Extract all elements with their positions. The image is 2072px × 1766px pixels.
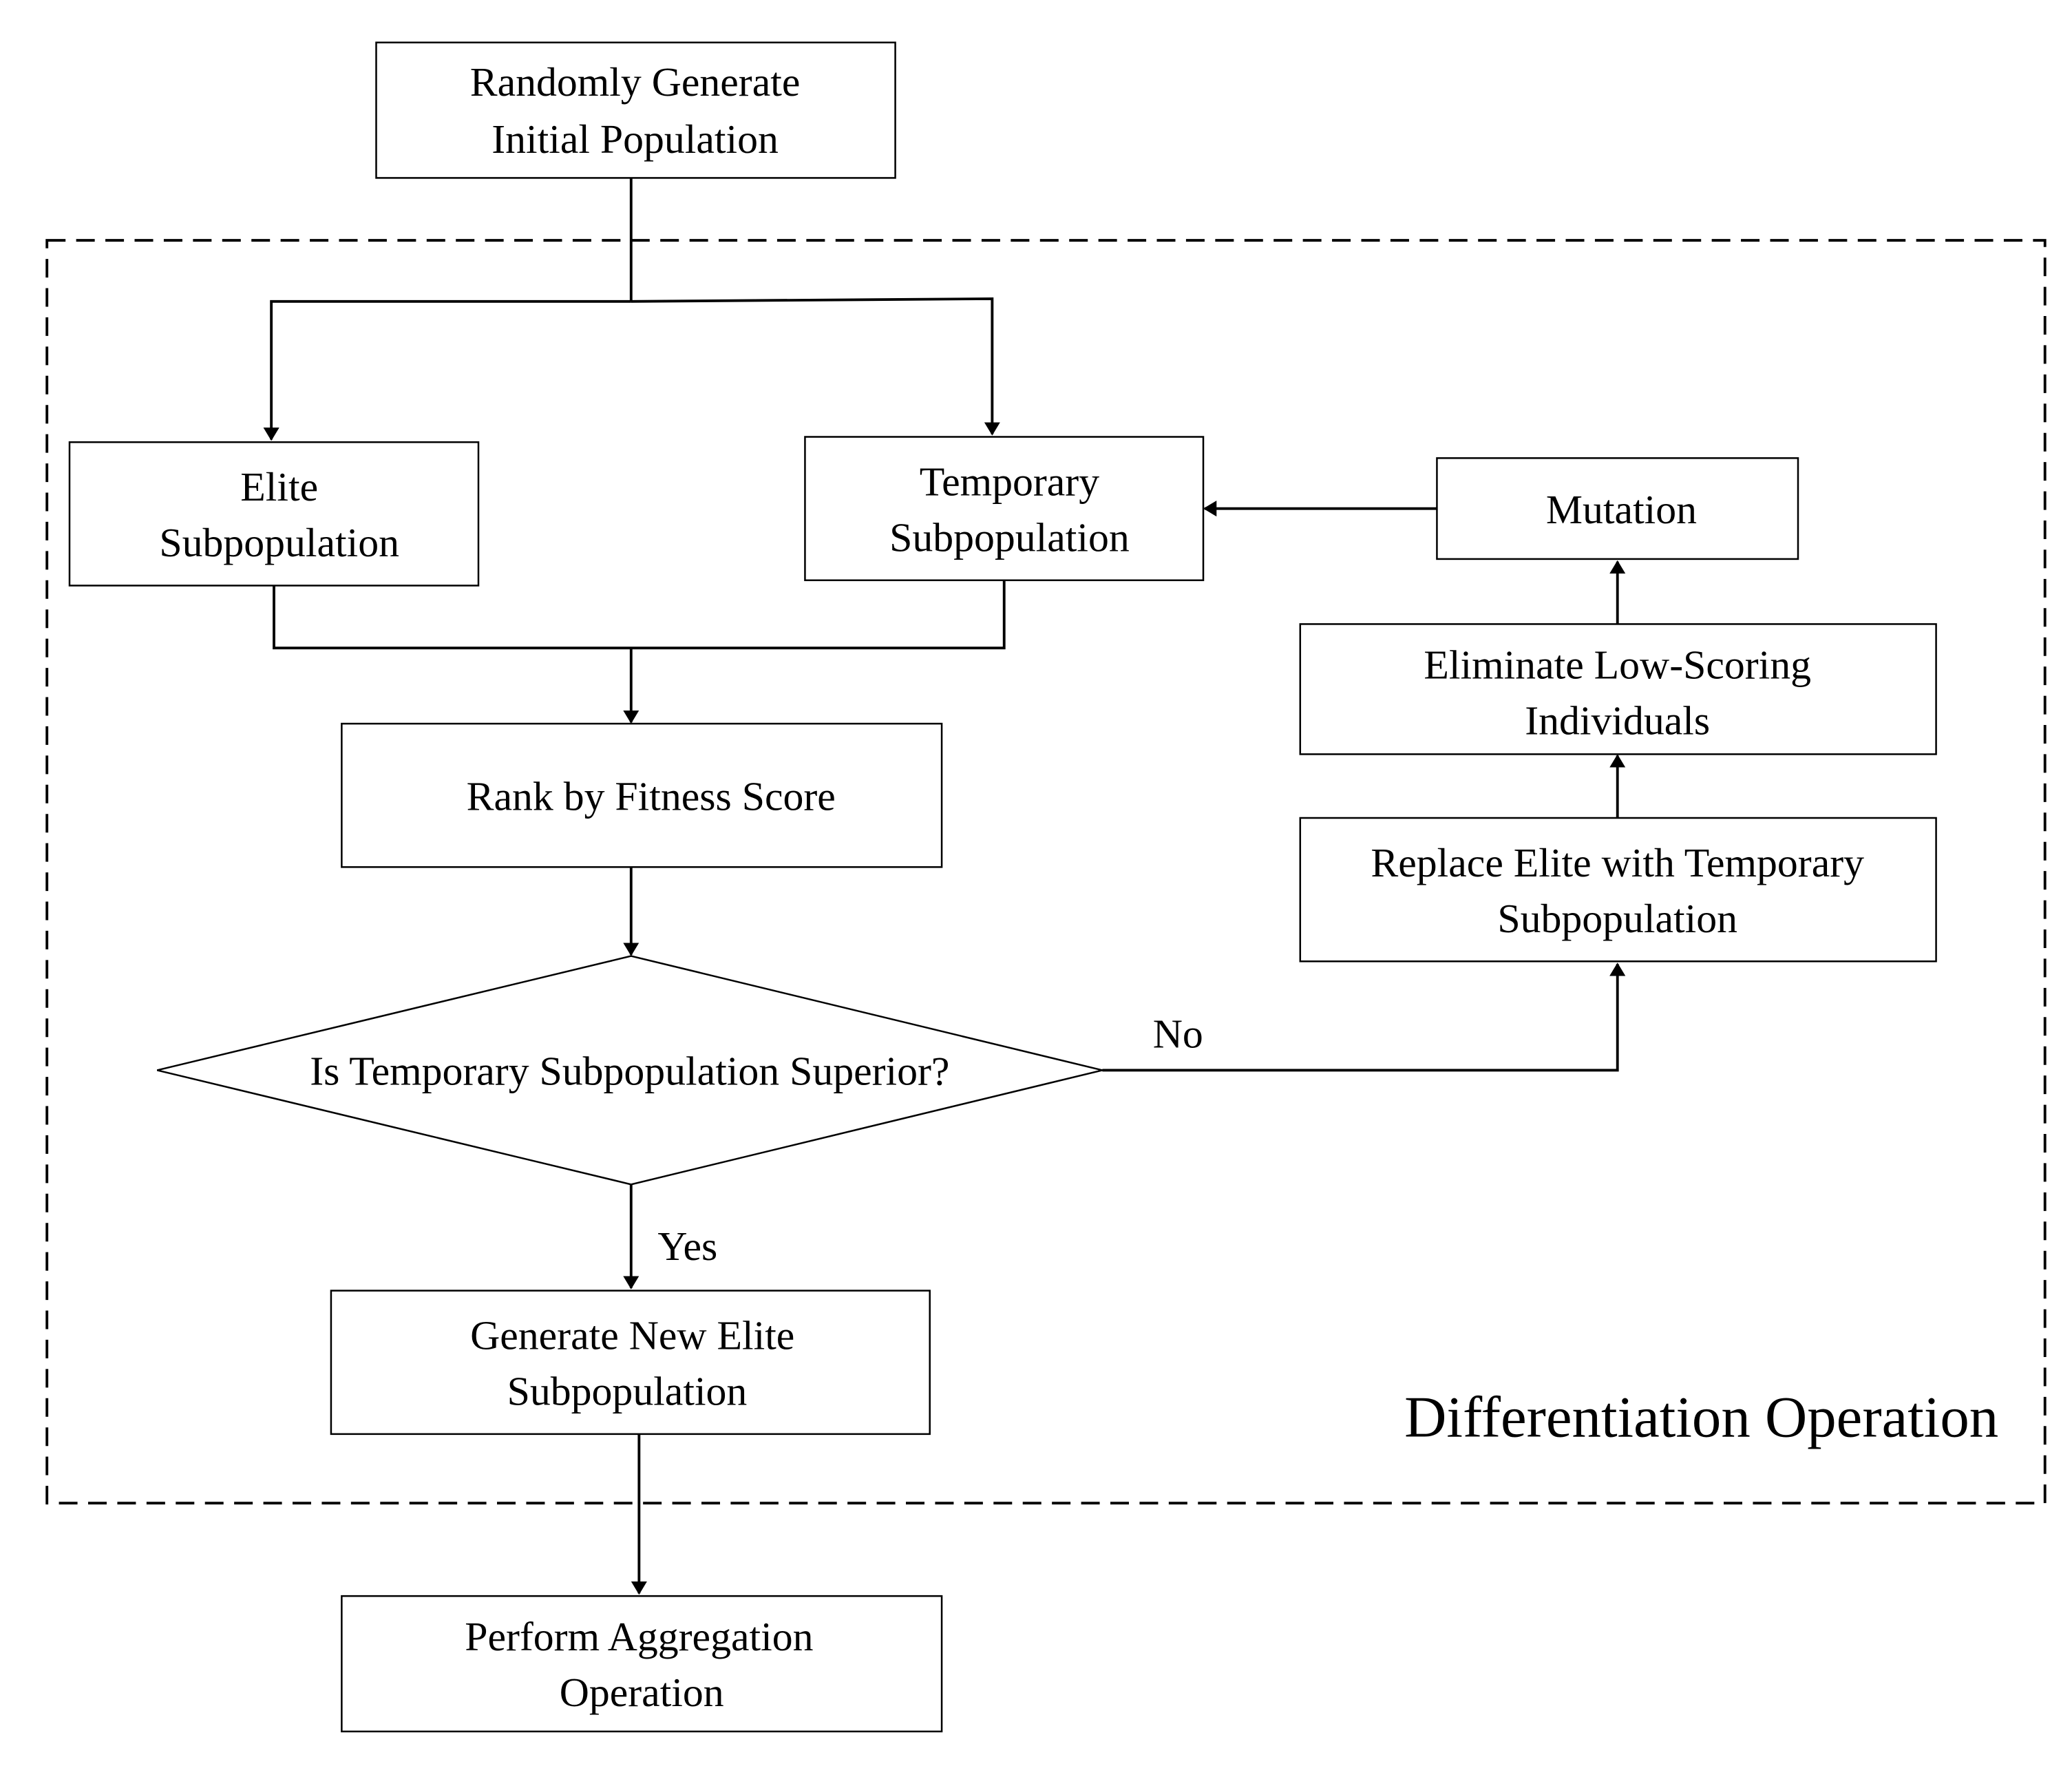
node-label: Is Temporary Subpopulation Superior? xyxy=(310,1049,949,1094)
node-eliminate: Eliminate Low-Scoring Individuals xyxy=(1299,623,1937,755)
node-shape xyxy=(1436,457,1799,560)
node-label: Randomly Generate xyxy=(470,59,801,105)
node-shape xyxy=(804,436,1205,582)
node-label: Replace Elite with Temporary xyxy=(1371,840,1864,885)
node-mutation: Mutation xyxy=(1436,457,1799,560)
edge-label-no: No xyxy=(1153,1011,1203,1057)
edge-merge xyxy=(273,580,1006,650)
node-replace: Replace Elite with Temporary Subpopulati… xyxy=(1299,817,1937,963)
node-shape xyxy=(1299,623,1937,755)
node-shape xyxy=(341,1595,943,1733)
group-label: Differentiation Operation xyxy=(1404,1385,1998,1450)
edges xyxy=(263,178,1626,1595)
node-shape xyxy=(1299,817,1937,963)
edge-to-elite xyxy=(263,299,631,441)
node-rank: Rank by Fitness Score xyxy=(341,722,943,868)
node-label: Subpopulation xyxy=(159,520,399,565)
node-label: Generate New Elite xyxy=(470,1312,794,1358)
node-label: Initial Population xyxy=(491,116,779,162)
node-label: Rank by Fitness Score xyxy=(467,773,836,819)
edge-no xyxy=(1102,963,1626,1072)
node-elite: Elite Subpopulation xyxy=(68,441,480,587)
node-label: Elite xyxy=(240,464,318,509)
node-label: Subpopulation xyxy=(889,514,1130,560)
node-label: Perform Aggregation xyxy=(465,1614,813,1659)
edge-label-yes: Yes xyxy=(657,1223,717,1269)
node-label: Mutation xyxy=(1546,487,1697,532)
node-label: Subpopulation xyxy=(1497,896,1737,941)
node-label: Individuals xyxy=(1525,697,1710,743)
differentiation-group xyxy=(45,239,2047,1505)
node-shape xyxy=(330,1290,931,1436)
node-label: Temporary xyxy=(920,459,1099,504)
node-shape xyxy=(341,722,943,868)
node-newelite: Generate New Elite Subpopulation xyxy=(330,1290,931,1436)
node-init: Randomly Generate Initial Population xyxy=(375,41,896,179)
node-label: Operation xyxy=(560,1670,724,1715)
edge-to-temp xyxy=(631,297,1000,436)
node-aggregate: Perform Aggregation Operation xyxy=(341,1595,943,1733)
node-label: Subpopulation xyxy=(507,1368,748,1413)
node-label: Eliminate Low-Scoring xyxy=(1424,642,1811,687)
node-shape xyxy=(156,955,1103,1186)
node-decision: Is Temporary Subpopulation Superior? xyxy=(156,955,1103,1186)
node-shape xyxy=(68,441,480,587)
node-shape xyxy=(375,41,896,179)
node-temp: Temporary Subpopulation xyxy=(804,436,1205,582)
